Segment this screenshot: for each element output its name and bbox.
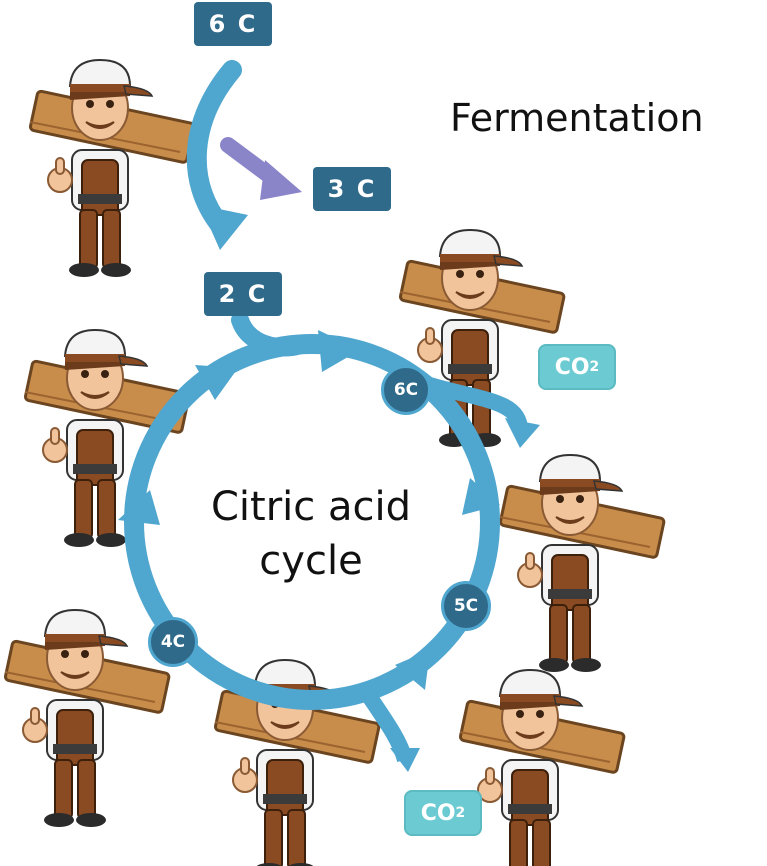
box-3c: 3 C [313,167,391,211]
fermentation-label: Fermentation [450,96,704,140]
circle-6c: 6C [381,365,431,415]
carpenter-icon [3,608,172,829]
co2-subscript: 2 [589,359,600,375]
circle-5c: 5C [441,581,491,631]
carpenter-icon [458,668,627,866]
cycle-ring [124,334,500,710]
cycle-arrowhead [462,478,500,515]
carpenter-icon [398,228,567,449]
cycle-arrowhead [118,490,160,525]
circle-4c: 4C [148,617,198,667]
cycle-label-line1: Citric acid [211,484,411,530]
carpenter-icon [498,453,667,674]
box-6c: 6 C [194,2,272,46]
co2-subscript: 2 [455,805,466,821]
entry-arrow [231,311,309,357]
glycolysis-arrowhead [200,205,248,250]
carpenter-icon [28,58,197,279]
citric-acid-cycle-label: Citric acid cycle [196,480,426,588]
co2-text: CO [554,354,590,380]
cycle-arrowhead [318,330,360,372]
box-2c: 2 C [204,272,282,316]
fermentation-arrowhead [260,160,302,200]
cycle-arrowhead [395,650,430,690]
cycle-arrowhead [195,365,238,400]
co2-text: CO [420,800,456,826]
co2-arrowhead [505,418,540,448]
cycle-label-line2: cycle [259,538,363,584]
co2-arrowhead [390,748,420,772]
